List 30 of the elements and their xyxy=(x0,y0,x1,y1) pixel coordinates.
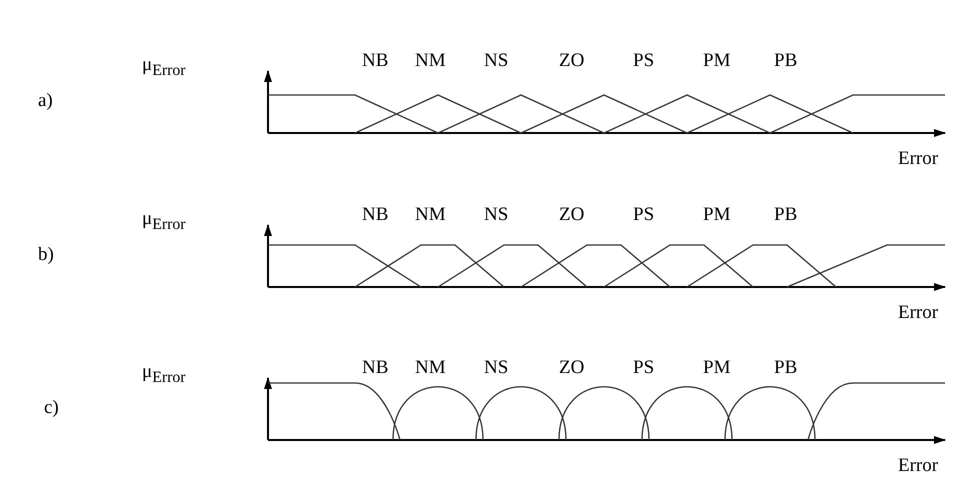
set-label: PM xyxy=(703,358,730,377)
set-label: NB xyxy=(362,205,388,224)
set-label: PS xyxy=(633,358,654,377)
set-label: PB xyxy=(774,51,798,70)
axis-label: μ$_{Error}$ xyxy=(142,362,186,386)
axis-label: μ$_{Error}$ xyxy=(142,209,186,233)
set-label: ZO xyxy=(559,358,584,377)
axis-title: Error xyxy=(898,303,938,322)
panel-label: a) xyxy=(38,91,53,110)
set-label: NM xyxy=(415,205,446,224)
set-label: ZO xyxy=(559,51,584,70)
set-label: PM xyxy=(703,205,730,224)
set-label: NS xyxy=(484,358,508,377)
set-label: PM xyxy=(703,51,730,70)
panel-label: c) xyxy=(44,398,59,417)
panel-label: b) xyxy=(38,245,54,264)
set-label: PB xyxy=(774,205,798,224)
set-label: PS xyxy=(633,51,654,70)
axis-title: Error xyxy=(898,149,938,168)
set-label: NB xyxy=(362,51,388,70)
set-label: PS xyxy=(633,205,654,224)
axis-label: μ$_{Error}$ xyxy=(142,55,186,79)
set-label: ZO xyxy=(559,205,584,224)
set-label: NM xyxy=(415,358,446,377)
set-label: NS xyxy=(484,205,508,224)
set-label: PB xyxy=(774,358,798,377)
set-label: NB xyxy=(362,358,388,377)
set-label: NM xyxy=(415,51,446,70)
axis-title: Error xyxy=(898,456,938,475)
set-label: NS xyxy=(484,51,508,70)
